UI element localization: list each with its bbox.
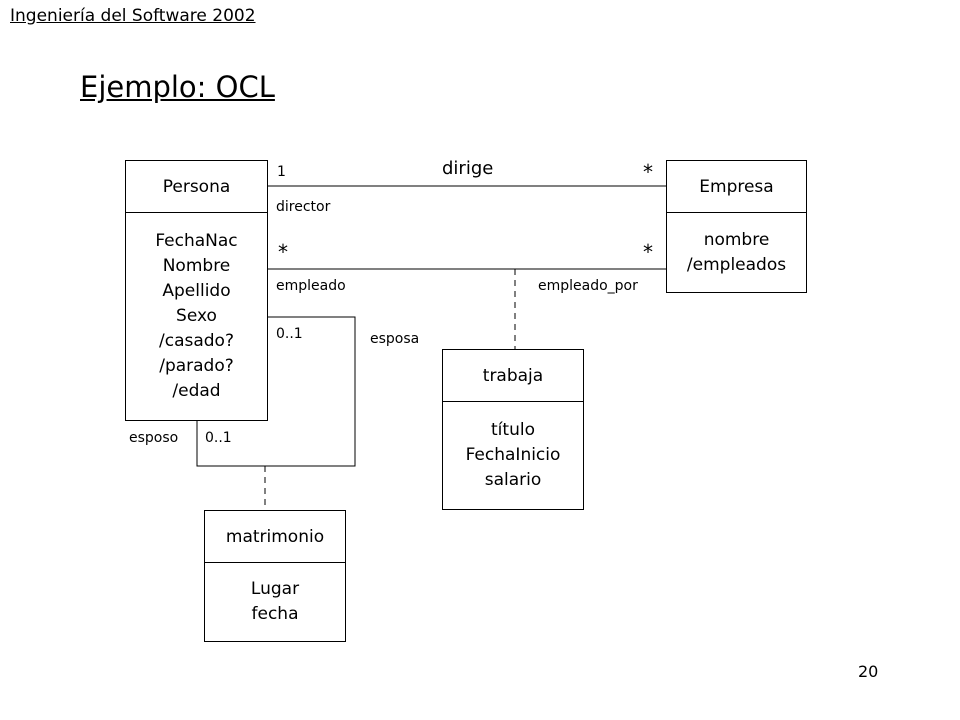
class-empresa: Empresa nombre /empleados xyxy=(666,160,807,293)
role-director: director xyxy=(276,199,331,215)
slide-title: Ejemplo: OCL xyxy=(80,70,275,104)
role-esposa: esposa xyxy=(370,331,420,347)
class-matrimonio: matrimonio Lugar fecha xyxy=(204,510,346,642)
attribute: Apellido xyxy=(162,281,231,301)
multiplicity-casado-top: 0..1 xyxy=(276,326,303,342)
class-trabaja: trabaja título FechaInicio salario xyxy=(442,349,584,510)
attribute: /edad xyxy=(172,381,221,401)
class-persona-attributes: FechaNac Nombre Apellido Sexo /casado? /… xyxy=(126,213,267,420)
class-empresa-attributes: nombre /empleados xyxy=(667,213,806,292)
header-text: Ingeniería del Software 2002 xyxy=(10,6,256,26)
attribute: /parado? xyxy=(159,356,234,376)
attribute: Lugar xyxy=(250,579,300,599)
class-matrimonio-attributes: Lugar fecha xyxy=(205,563,345,641)
class-empresa-name: Empresa xyxy=(667,161,806,213)
attribute: FechaInicio xyxy=(465,445,561,465)
multiplicity-casado-bottom: 0..1 xyxy=(205,430,232,446)
role-empleado: empleado xyxy=(276,278,346,294)
class-trabaja-attributes: título FechaInicio salario xyxy=(443,402,583,509)
attribute: Nombre xyxy=(162,256,231,276)
attribute: salario xyxy=(484,470,542,490)
attribute: título xyxy=(491,420,535,440)
attribute: /empleados xyxy=(686,254,787,275)
class-matrimonio-name: matrimonio xyxy=(205,511,345,563)
attribute: FechaNac xyxy=(155,231,238,251)
role-esposo: esposo xyxy=(129,430,179,446)
attribute: /casado? xyxy=(159,331,234,351)
attribute: nombre xyxy=(703,229,770,250)
multiplicity-dirige-left: 1 xyxy=(277,164,286,180)
multiplicity-empleo-right: * xyxy=(643,240,653,264)
class-trabaja-name: trabaja xyxy=(443,350,583,402)
attribute: Sexo xyxy=(176,306,217,326)
page-number: 20 xyxy=(858,662,879,681)
attribute: fecha xyxy=(251,604,299,624)
class-persona-name: Persona xyxy=(126,161,267,213)
multiplicity-dirige-right: * xyxy=(643,160,653,184)
class-persona: Persona FechaNac Nombre Apellido Sexo /c… xyxy=(125,160,268,421)
role-empleado-por: empleado_por xyxy=(538,278,638,294)
association-name-dirige: dirige xyxy=(442,158,494,179)
multiplicity-empleo-left: * xyxy=(278,240,288,264)
casado-self-association-line xyxy=(196,316,356,467)
